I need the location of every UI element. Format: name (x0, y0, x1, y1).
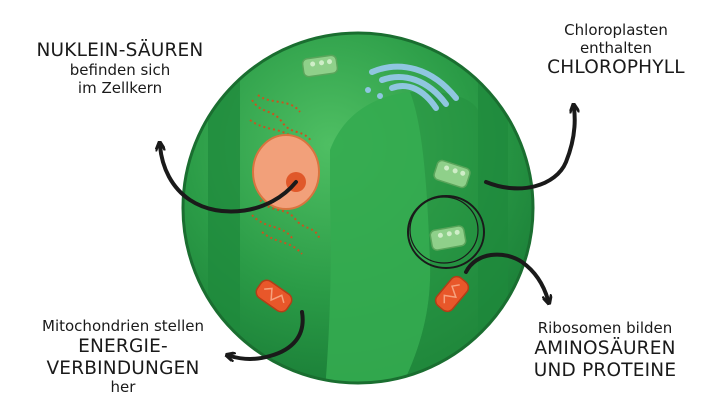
label-nucleic-line1: NUKLEIN-SÄUREN (12, 40, 228, 62)
vacuole (325, 92, 430, 390)
label-chloro-line1: Chloroplasten (520, 22, 712, 40)
label-chloro-line2: enthalten (520, 40, 712, 58)
label-ribosomes: Ribosomen bilden AMINOSÄUREN UND PROTEIN… (500, 320, 710, 381)
label-chloro-line3: CHLOROPHYLL (520, 57, 712, 79)
label-nucleic-line2: befinden sich (12, 62, 228, 80)
label-nucleic-acids: NUKLEIN-SÄUREN befinden sich im Zellkern (12, 40, 228, 97)
label-nucleic-line3: im Zellkern (12, 80, 228, 98)
label-mito-line2: ENERGIE- (0, 336, 246, 358)
label-ribo-line3: UND PROTEINE (500, 360, 710, 382)
label-mitochondria: Mitochondrien stellen ENERGIE- VERBINDUN… (0, 318, 246, 397)
label-mito-line3: VERBINDUNGEN (0, 358, 246, 380)
label-mito-line1: Mitochondrien stellen (0, 318, 246, 336)
label-chloroplasts: Chloroplasten enthalten CHLOROPHYLL (520, 22, 712, 79)
label-ribo-line2: AMINOSÄUREN (500, 338, 710, 360)
label-ribo-line1: Ribosomen bilden (500, 320, 710, 338)
chloroplast-top (302, 55, 338, 78)
label-mito-line4: her (0, 379, 246, 397)
nucleus-body (253, 135, 319, 209)
